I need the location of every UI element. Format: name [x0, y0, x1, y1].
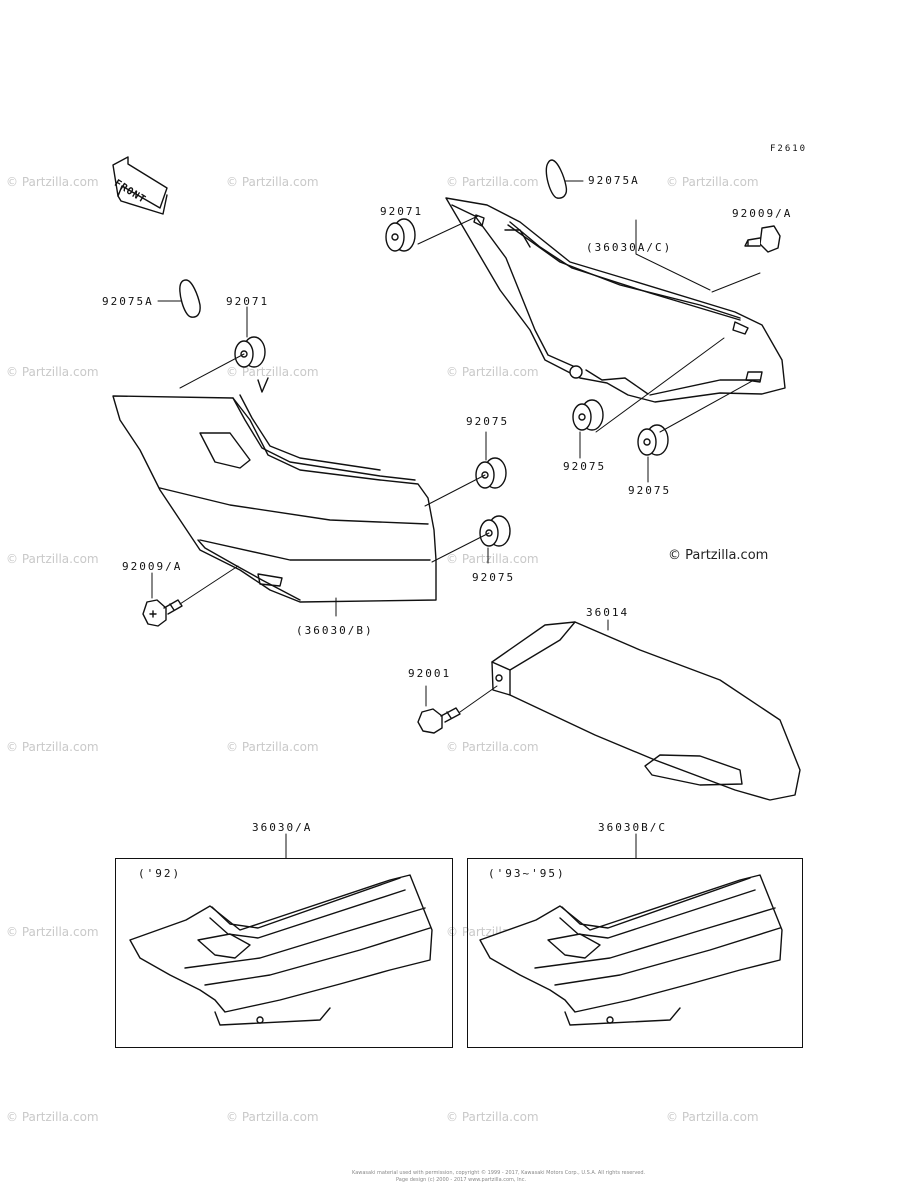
watermark: © Partzilla.com [446, 365, 539, 379]
figure-code: F2610 [770, 144, 808, 154]
callout-92075A-left: 92075A [102, 295, 154, 308]
right-side-cover [445, 197, 786, 403]
callout-92001: 92001 [408, 667, 452, 680]
tail-cover-36014 [491, 621, 801, 801]
watermark: © Partzilla.com [226, 365, 319, 379]
watermark: © Partzilla.com [446, 552, 539, 566]
footer-line-1: Kawasaki material used with permission, … [352, 1170, 646, 1176]
inset-year-left: ('92) [138, 867, 182, 880]
bolt-92009A-right [744, 225, 781, 253]
grommet-92075-r1 [572, 399, 604, 431]
pad-92075A-top [545, 159, 568, 199]
watermark: © Partzilla.com [6, 1110, 99, 1124]
inset-right-cover [479, 874, 783, 1026]
callout-36014: 36014 [586, 606, 630, 619]
watermark: © Partzilla.com [6, 552, 99, 566]
front-arrow-icon [112, 156, 168, 215]
callout-92075-mid2: 92075 [472, 571, 516, 584]
grommet-92075-mid2 [479, 515, 511, 547]
copyright-text: © Partzilla.com [668, 548, 769, 563]
callout-36030B: (36030/B) [296, 624, 374, 637]
watermark: © Partzilla.com [446, 175, 539, 189]
watermark: © Partzilla.com [226, 740, 319, 754]
callout-36030A: 36030/A [252, 821, 313, 834]
watermark: © Partzilla.com [226, 1110, 319, 1124]
watermark: © Partzilla.com [446, 1110, 539, 1124]
callout-92009A-left: 92009/A [122, 560, 183, 573]
callout-36030BC: 36030B/C [598, 821, 667, 834]
watermark: © Partzilla.com [6, 365, 99, 379]
callout-36030AC: (36030A/C) [586, 241, 673, 254]
inset-frame-right [467, 858, 803, 1048]
watermark: © Partzilla.com [6, 740, 99, 754]
inset-frame-left [115, 858, 453, 1048]
watermark: © Partzilla.com [6, 175, 99, 189]
callout-92075-r1: 92075 [563, 460, 607, 473]
watermark: © Partzilla.com [666, 175, 759, 189]
inset-left-cover [129, 874, 433, 1026]
bolt-92009A-left [142, 599, 183, 627]
watermark: © Partzilla.com [446, 740, 539, 754]
footer-line-2: Page design (c) 2000 - 2017 www.partzill… [396, 1177, 527, 1183]
grommet-92071-left [234, 336, 266, 368]
watermark: © Partzilla.com [666, 1110, 759, 1124]
callout-92075-mid1: 92075 [466, 415, 510, 428]
inset-year-right: ('93~'95) [488, 867, 566, 880]
watermark: © Partzilla.com [226, 175, 319, 189]
grommet-92075-mid1 [475, 457, 507, 489]
bolt-92001 [417, 707, 461, 734]
callout-92071-left: 92071 [226, 295, 270, 308]
leader-lines [151, 180, 761, 859]
callout-92009A-right: 92009/A [732, 207, 793, 220]
grommet-92071-top [385, 218, 416, 252]
watermark: © Partzilla.com [6, 925, 99, 939]
grommet-92075-r2 [637, 424, 669, 456]
callout-92075-r2: 92075 [628, 484, 672, 497]
callout-92071-top: 92071 [380, 205, 424, 218]
left-side-cover [112, 377, 437, 603]
pad-92075A-left [179, 279, 201, 318]
callout-92075A-top: 92075A [588, 174, 640, 187]
